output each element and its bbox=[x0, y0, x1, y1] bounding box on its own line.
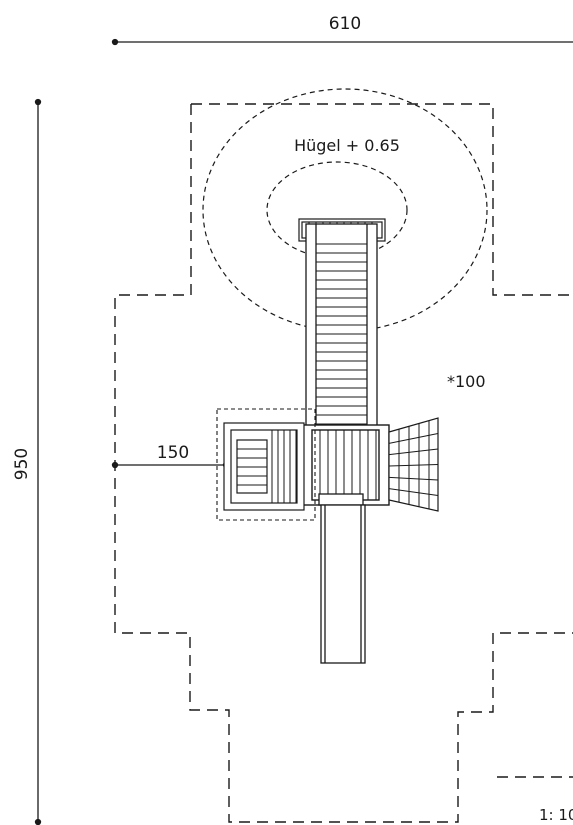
climbing-net-grid bbox=[388, 420, 439, 509]
side-platform-slats bbox=[237, 430, 297, 503]
side-offset-label: 150 bbox=[157, 443, 189, 463]
width-dimension bbox=[111, 38, 573, 46]
ladder-rungs bbox=[316, 243, 367, 425]
scale-label: 1: 10 bbox=[539, 806, 573, 824]
width-dimension-label: 610 bbox=[329, 14, 361, 34]
side-platform-boundary bbox=[216, 408, 316, 521]
net-strand bbox=[388, 488, 439, 496]
ladder-bridge bbox=[305, 223, 378, 431]
height-note: *100 bbox=[447, 372, 486, 391]
net-strand bbox=[388, 464, 439, 467]
net-strand bbox=[388, 433, 439, 444]
net-strand bbox=[388, 476, 439, 481]
slide bbox=[318, 493, 366, 664]
hill-outer-contour bbox=[202, 88, 488, 332]
safety-zone-outline bbox=[114, 103, 573, 823]
hill-label: Hügel + 0.65 bbox=[294, 136, 400, 155]
tower-boards bbox=[319, 430, 377, 500]
height-dimension bbox=[34, 98, 42, 825]
height-dimension-label: 950 bbox=[12, 448, 32, 480]
net-strand bbox=[388, 448, 439, 456]
side-offset-dimension bbox=[111, 461, 230, 469]
